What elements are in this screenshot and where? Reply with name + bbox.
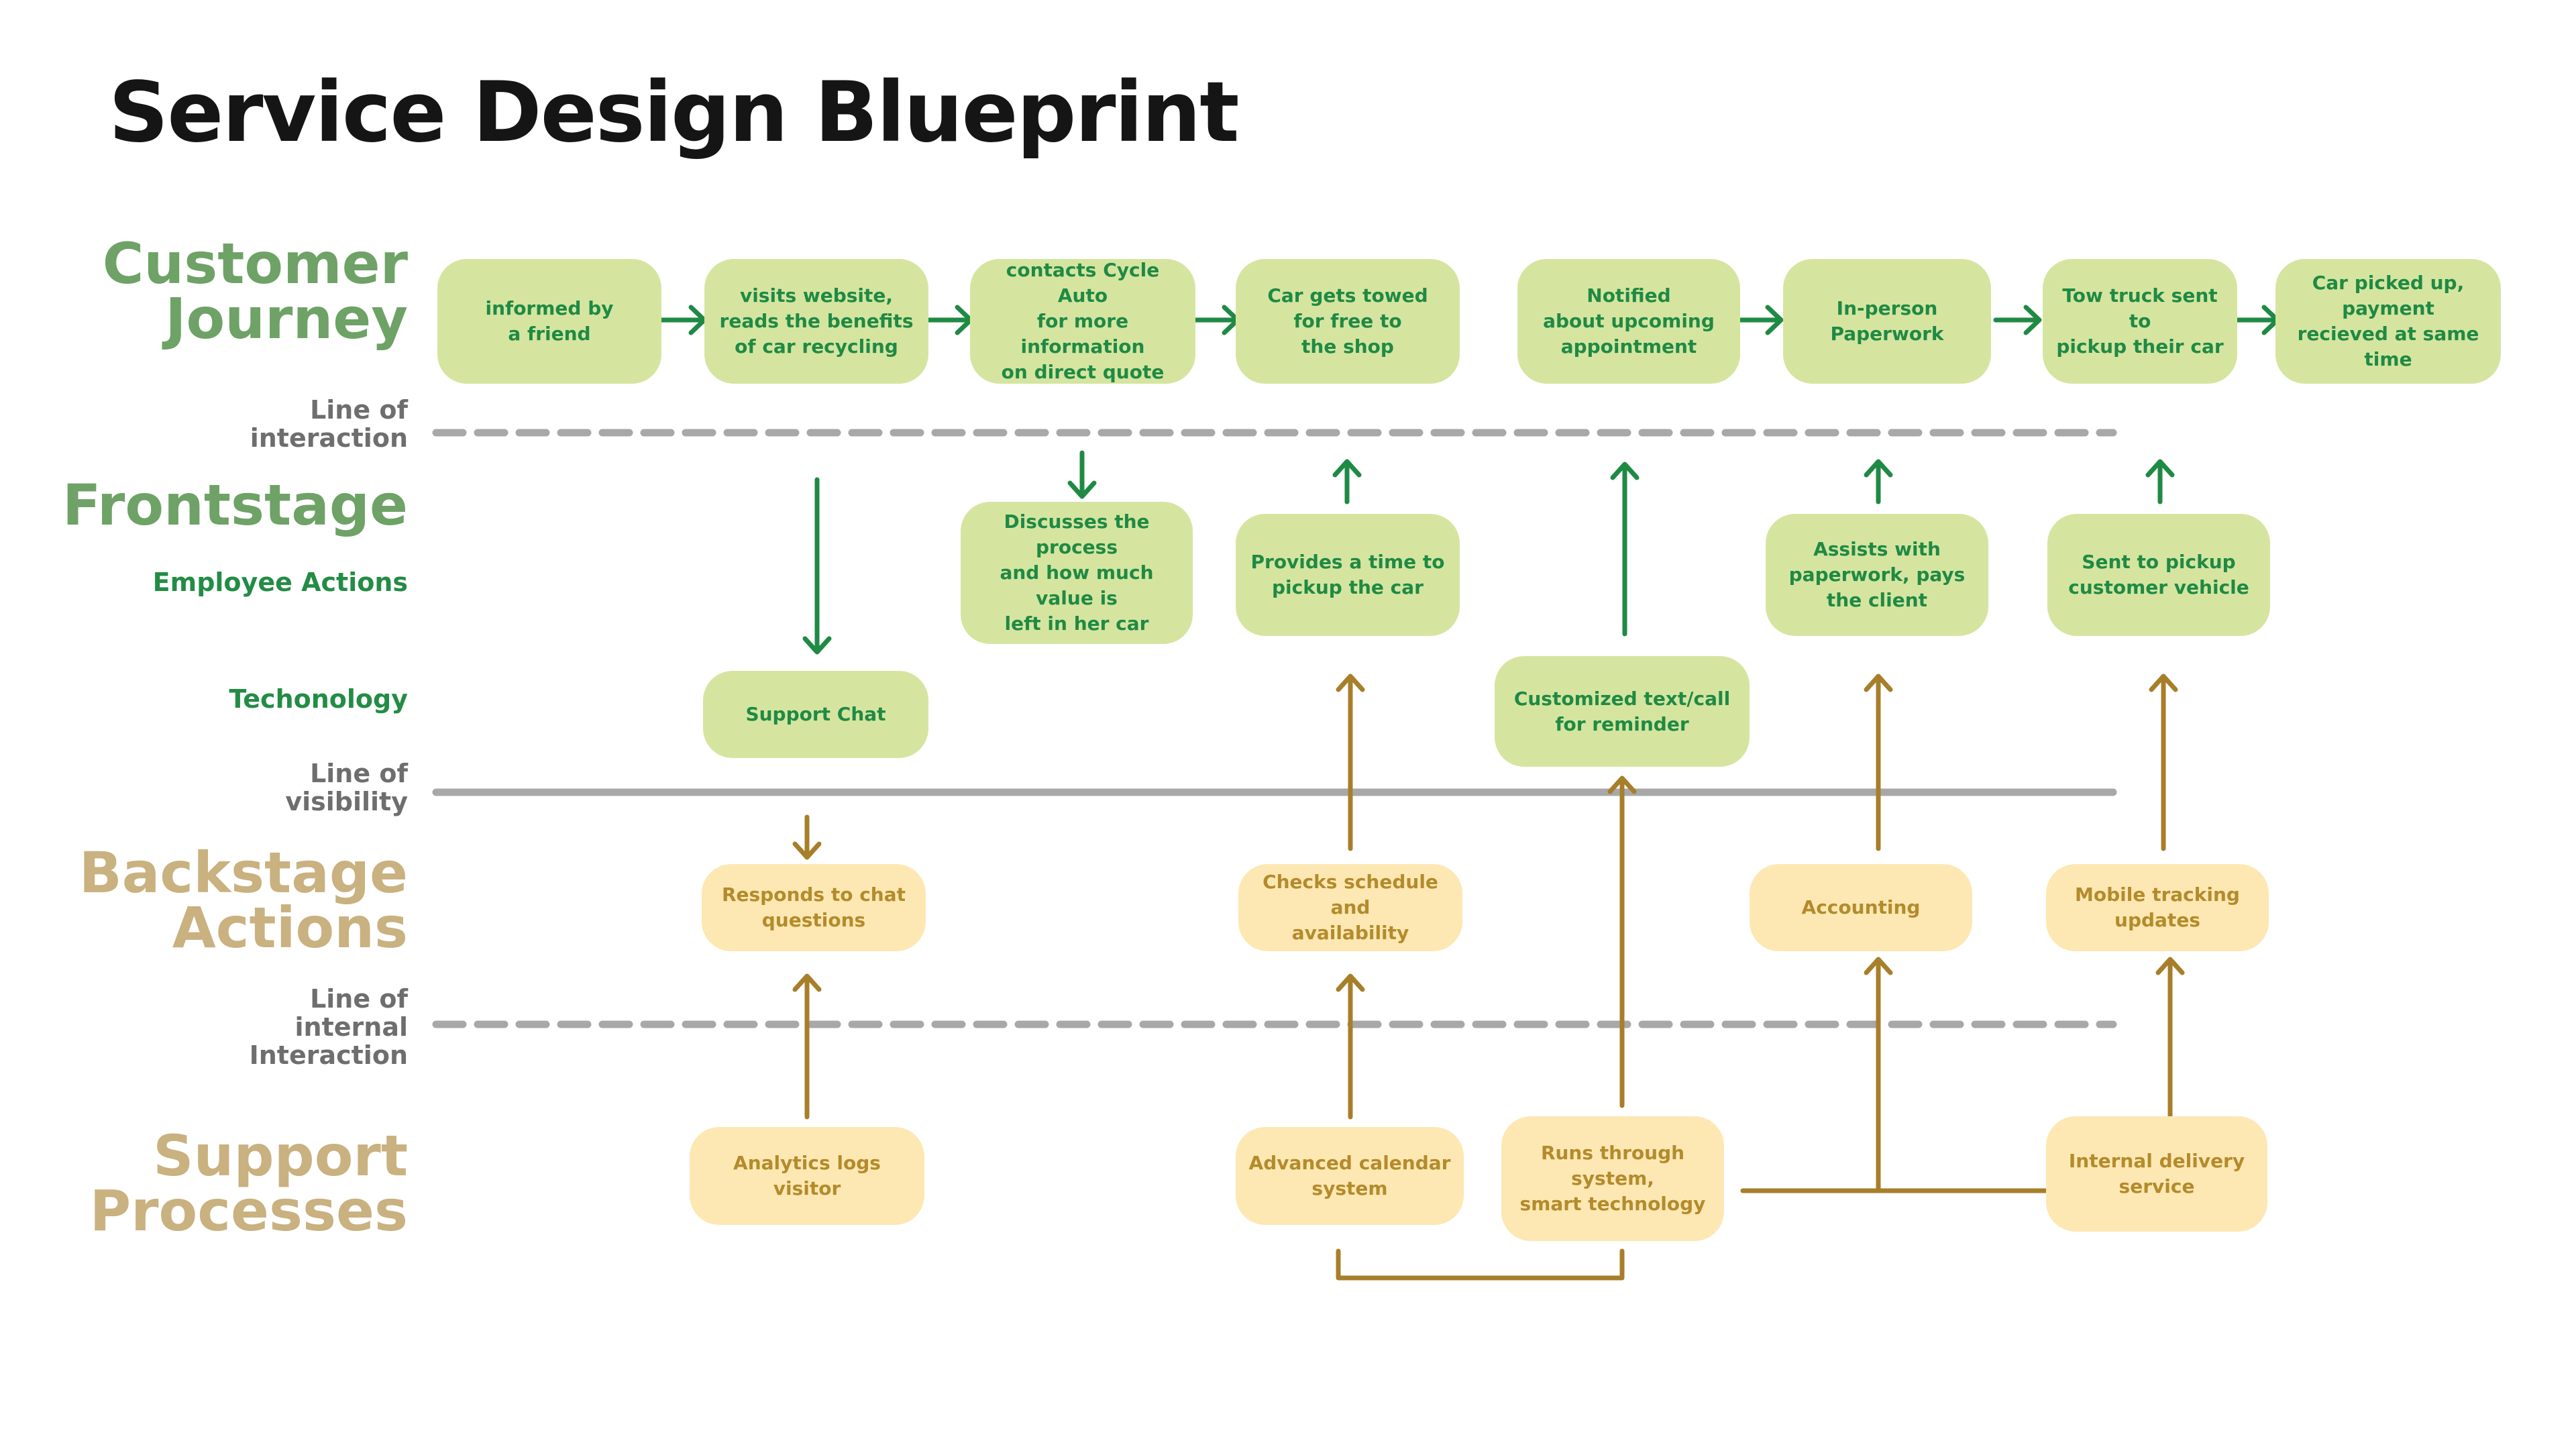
line-of-visibility-label: Line of visibility: [285, 759, 408, 816]
journey-arrow-2: [924, 305, 973, 335]
journey-step-label: visits website, reads the benefits of ca…: [719, 284, 914, 358]
technology-label: Customized text/call for reminder: [1513, 687, 1731, 735]
arrow-chat-to-responds: [792, 814, 822, 860]
journey-arrows: [658, 305, 2280, 335]
support-analytics: Analytics logs visitor: [690, 1127, 924, 1225]
frontstage-label: Sent to pickup customer vehicle: [2068, 551, 2249, 598]
arrow-reminder-up: [1610, 462, 1640, 637]
arrow-to-support-chat: [802, 477, 832, 655]
backstage-label: Mobile tracking updates: [2075, 883, 2240, 931]
arrow-to-accounting: [1864, 957, 1893, 1193]
line-of-interaction-label: Line of interaction: [250, 395, 408, 453]
arrow-delivery-up: [2155, 957, 2185, 1123]
support-calendar: Advanced calendar system: [1236, 1127, 1464, 1225]
frontstage-label: Discusses the process and how much value…: [1000, 511, 1154, 635]
journey-arrow-1: [658, 305, 707, 335]
support-runs-through-system: Runs through system, smart technology: [1501, 1116, 1724, 1241]
backstage-label: Responds to chat questions: [721, 883, 906, 931]
arrow-accounting-up: [1864, 674, 1893, 851]
journey-step-visits-website: visits website, reads the benefits of ca…: [704, 259, 928, 384]
frontstage-discusses: Discusses the process and how much value…: [961, 502, 1193, 644]
frontstage-provides-time: Provides a time to pickup the car: [1236, 514, 1460, 636]
journey-step-paperwork: In-person Paperwork: [1783, 259, 1991, 384]
journey-step-picked-up: Car picked up, payment recieved at same …: [2275, 259, 2501, 384]
section-technology: Techonology: [229, 684, 408, 714]
backstage-mobile-tracking: Mobile tracking updates: [2046, 864, 2269, 951]
section-customer-journey: Customer Journey: [102, 231, 408, 352]
backstage-checks-schedule: Checks schedule and availability: [1238, 864, 1462, 951]
journey-arrow-3: [1191, 305, 1240, 335]
arrow-checks-up: [1336, 674, 1365, 851]
frontstage-arrows: [802, 450, 2175, 655]
technology-label: Support Chat: [745, 703, 886, 725]
journey-arrow-4: [1735, 305, 1784, 335]
arrow-to-discusses: [1067, 450, 1097, 499]
journey-arrow-5: [1993, 305, 2042, 335]
backstage-label: Accounting: [1801, 896, 1921, 918]
section-backstage-actions: Backstage Actions: [78, 840, 408, 961]
technology-reminder: Customized text/call for reminder: [1495, 656, 1750, 767]
journey-step-label: contacts Cycle Auto for more information…: [1001, 259, 1165, 383]
frontstage-sent-pickup: Sent to pickup customer vehicle: [2047, 514, 2270, 636]
section-employee-actions: Employee Actions: [152, 568, 408, 597]
arrow-calendar-up: [1336, 973, 1365, 1120]
journey-step-label: Car gets towed for free to the shop: [1267, 284, 1428, 358]
journey-step-label: Car picked up, payment recieved at same …: [2297, 272, 2479, 370]
support-label: Internal delivery service: [2068, 1150, 2245, 1197]
journey-arrow-6: [2231, 305, 2280, 335]
journey-step-contacts: contacts Cycle Auto for more information…: [970, 259, 1195, 384]
frontstage-assists: Assists with paperwork, pays the client: [1766, 514, 1988, 636]
backstage-responds-chat: Responds to chat questions: [702, 864, 926, 951]
arrow-sent-pickup-up: [2145, 459, 2175, 504]
section-frontstage: Frontstage: [62, 472, 408, 538]
page-title: Service Design Blueprint: [109, 64, 1240, 161]
backstage-label: Checks schedule and availability: [1263, 871, 1438, 944]
technology-support-chat: Support Chat: [703, 671, 928, 758]
arrow-analytics-up: [792, 973, 822, 1120]
journey-step-informed: informed by a friend: [437, 259, 661, 384]
support-label: Analytics logs visitor: [733, 1152, 881, 1199]
arrow-mobile-up: [2149, 674, 2178, 851]
frontstage-label: Assists with paperwork, pays the client: [1788, 538, 1966, 611]
journey-step-label: In-person Paperwork: [1830, 297, 1944, 345]
arrow-system-up: [1607, 775, 1637, 1108]
line-of-internal-interaction-label: Line of internal Interaction: [249, 984, 408, 1070]
arrow-provides-time-up: [1332, 459, 1362, 504]
arrow-assists-up: [1864, 459, 1893, 504]
journey-step-label: informed by a friend: [485, 297, 614, 345]
frontstage-label: Provides a time to pickup the car: [1250, 551, 1445, 598]
support-internal-delivery: Internal delivery service: [2046, 1116, 2267, 1232]
support-label: Advanced calendar system: [1248, 1152, 1451, 1199]
support-label: Runs through system, smart technology: [1519, 1142, 1706, 1215]
journey-step-label: Tow truck sent to pickup their car: [2056, 284, 2224, 358]
journey-step-label: Notified about upcoming appointment: [1543, 284, 1715, 358]
backstage-accounting: Accounting: [1750, 864, 1972, 951]
journey-step-notified: Notified about upcoming appointment: [1517, 259, 1740, 384]
journey-step-towed: Car gets towed for free to the shop: [1236, 259, 1460, 384]
section-support-processes: Support Processes: [89, 1123, 408, 1244]
journey-step-tow-truck: Tow truck sent to pickup their car: [2043, 259, 2237, 384]
connector-calendar-system: [1336, 1248, 1625, 1281]
backstage-arrows: [792, 674, 2185, 1281]
